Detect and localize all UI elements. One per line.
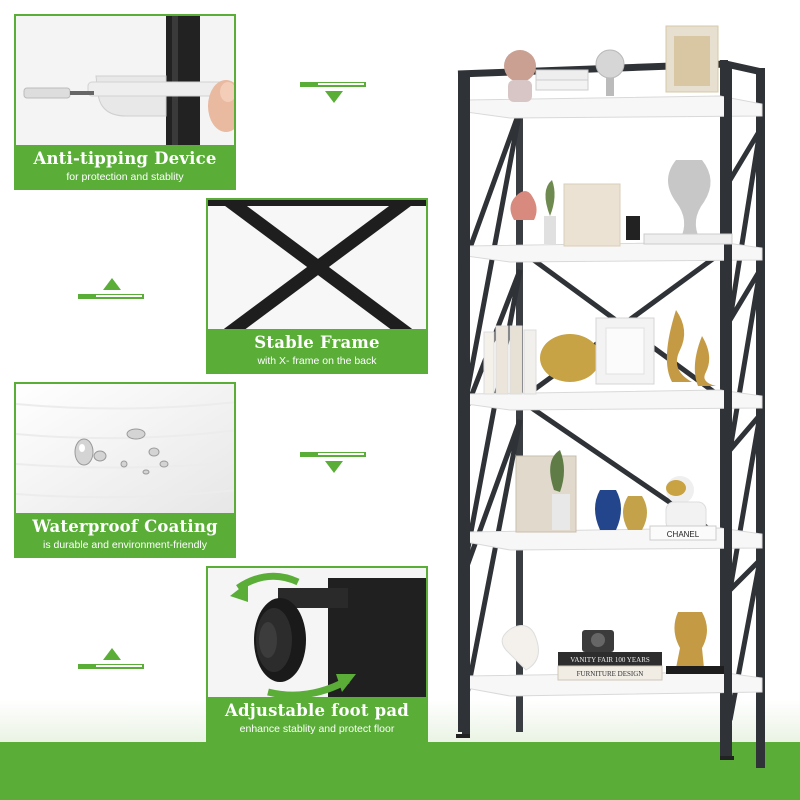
arrow-down-icon xyxy=(300,452,370,482)
bookshelf-illustration: CHANEL VANITY FAIR 100 YEARS FURNITURE D… xyxy=(456,25,765,768)
foot-pad-card: Adjustable foot pad enhance stablity and… xyxy=(206,566,428,742)
waterproof-photo xyxy=(16,384,234,514)
waterproof-card: Waterproof Coating is durable and enviro… xyxy=(14,382,236,558)
stable-frame-caption: Stable Frame with X- frame on the back xyxy=(208,329,426,372)
feature-title: Adjustable foot pad xyxy=(225,701,409,720)
floor-band xyxy=(0,742,800,800)
stable-frame-card: Stable Frame with X- frame on the back xyxy=(206,198,428,374)
waterproof-caption: Waterproof Coating is durable and enviro… xyxy=(16,513,234,556)
feature-subtitle: is durable and environment-friendly xyxy=(42,539,207,551)
arrow-down-icon xyxy=(300,82,370,112)
feature-title: Anti-tipping Device xyxy=(33,149,217,168)
arrow-up-icon xyxy=(78,642,148,672)
furniture-design-book-label: FURNITURE DESIGN xyxy=(577,670,644,678)
feature-subtitle: with X- frame on the back xyxy=(257,355,377,367)
feature-subtitle: enhance stablity and protect floor xyxy=(239,723,395,735)
feature-title: Waterproof Coating xyxy=(32,517,218,536)
foot-pad-caption: Adjustable foot pad enhance stablity and… xyxy=(208,697,426,740)
stable-frame-photo xyxy=(208,200,426,330)
feature-title: Stable Frame xyxy=(254,333,380,352)
feature-subtitle: for protection and stablity xyxy=(66,171,184,183)
anti-tipping-card: Anti-tipping Device for protection and s… xyxy=(14,14,236,190)
chanel-book-label: CHANEL xyxy=(667,530,700,539)
arrow-up-icon xyxy=(78,272,148,302)
foot-pad-photo xyxy=(208,568,426,698)
anti-tipping-photo xyxy=(16,16,234,146)
anti-tipping-caption: Anti-tipping Device for protection and s… xyxy=(16,145,234,188)
vanity-fair-book-label: VANITY FAIR 100 YEARS xyxy=(570,656,650,664)
